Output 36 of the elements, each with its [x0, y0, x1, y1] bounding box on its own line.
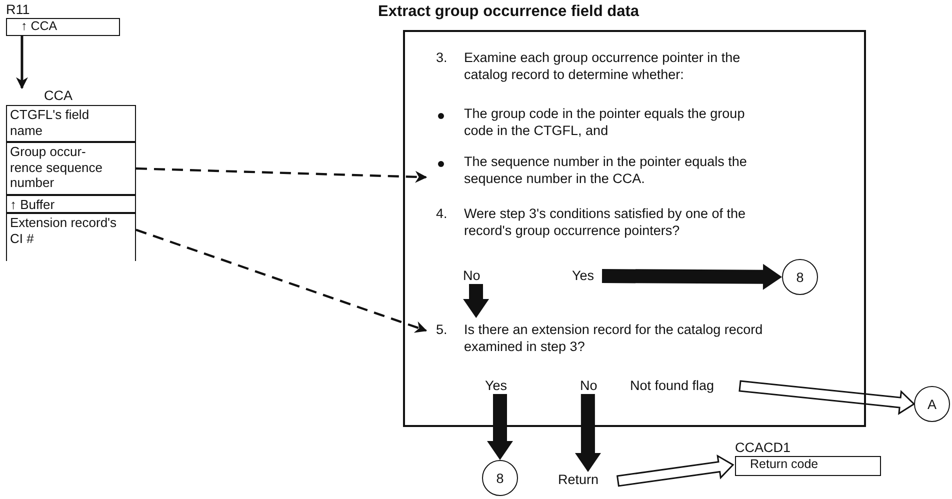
bullet-text: The group code in the pointer equals the group code in the CTGFL, and	[464, 106, 746, 140]
dashed-arrow	[136, 228, 428, 333]
record-box: ↑ CCA	[6, 18, 120, 36]
bullet-text: The sequence number in the pointer equals the sequence number in the CCA.	[464, 154, 748, 188]
process-title: Extract group occurrence field data	[378, 2, 639, 22]
block-arrow	[487, 394, 513, 460]
branch-label: Return	[558, 472, 618, 490]
record-field: ↑ Buffer	[6, 195, 136, 213]
step-number: 5.	[436, 322, 448, 339]
record-label: CCACD1	[735, 440, 791, 457]
dashed-arrow	[136, 167, 428, 183]
record-field: Group occur- rence sequence number	[6, 142, 136, 195]
step-text: Examine each group occurrence pointer in the catalog record to determine whether:	[464, 50, 742, 84]
record-box: Return code	[735, 456, 881, 476]
branch-label: No	[463, 268, 489, 284]
arrow	[16, 36, 28, 90]
step-text: Is there an extension record for the catalog record examined in step 3?	[464, 322, 764, 356]
block-arrow	[574, 394, 601, 472]
connector-circle: 8	[782, 259, 818, 295]
branch-label: No	[580, 378, 604, 394]
record-label: CCA	[44, 88, 73, 105]
hollow-arrow	[738, 380, 916, 415]
block-arrow	[463, 284, 490, 318]
connector-circle: 8	[482, 460, 518, 496]
step-text: Were step 3's conditions satisfied by one of the record's group occurrence pointers?	[464, 206, 746, 240]
step-number: 4.	[436, 206, 448, 223]
connector-circle: A	[914, 386, 950, 422]
record-field: CTGFL's field name	[6, 105, 136, 142]
block-arrow	[602, 264, 782, 290]
hollow-arrow	[616, 454, 734, 487]
step-number: 3.	[436, 50, 448, 67]
branch-label: Yes	[485, 378, 515, 394]
record-label: R11	[6, 2, 30, 19]
record-field: Extension record's CI #	[6, 213, 136, 261]
branch-label: Yes	[572, 268, 602, 284]
branch-label: Not found flag	[630, 378, 740, 394]
